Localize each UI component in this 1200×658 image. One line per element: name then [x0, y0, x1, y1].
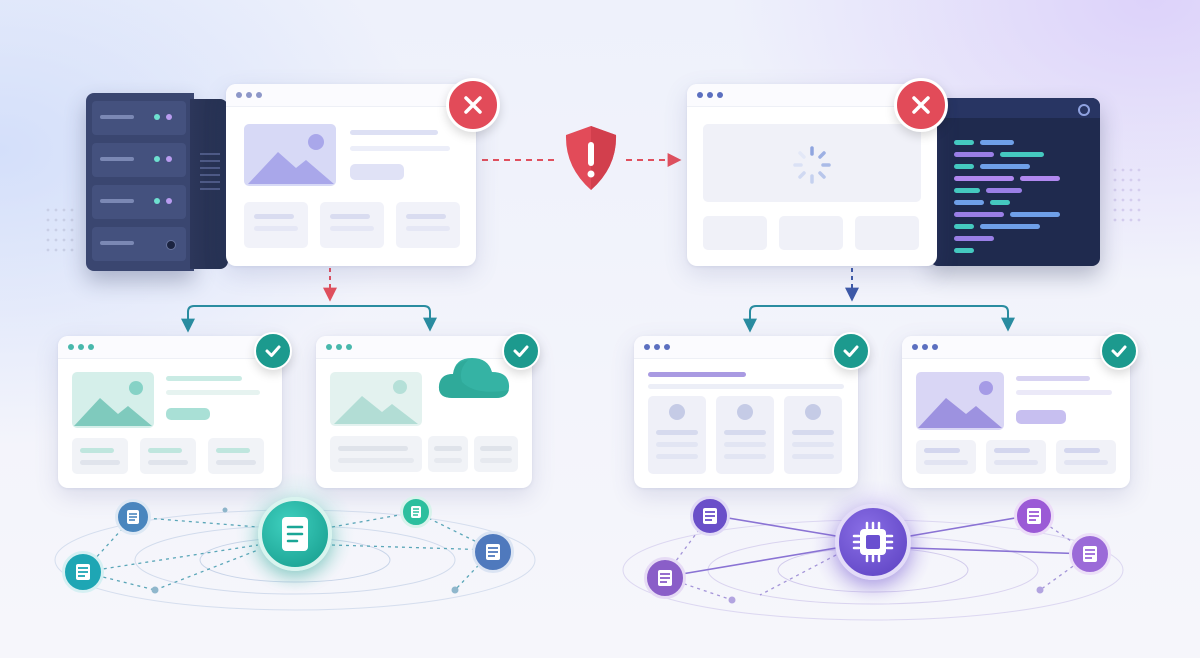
- avatar: [805, 404, 821, 420]
- image-icon: [72, 372, 154, 428]
- close-icon: [894, 78, 948, 132]
- branch-left: [187, 305, 437, 332]
- shield-alert-icon: [560, 122, 622, 194]
- document-icon: [1014, 496, 1054, 536]
- window-failed-left: [226, 84, 476, 266]
- window-success-3: [634, 336, 858, 488]
- image-icon: [916, 372, 1004, 430]
- document-icon: [644, 557, 686, 599]
- network-right-small-dots: [728, 586, 1044, 604]
- server-vents: [200, 153, 220, 190]
- check-icon: [502, 332, 540, 370]
- avatar: [669, 404, 685, 420]
- code-editor-icon: [930, 98, 1100, 266]
- network-left-small-dots: [151, 507, 459, 594]
- dot-grid-left: [46, 208, 74, 252]
- dot-grid-right: [1113, 168, 1141, 222]
- check-icon: [832, 332, 870, 370]
- document-icon: [400, 496, 432, 528]
- avatar: [737, 404, 753, 420]
- document-icon: [115, 499, 151, 535]
- document-icon: [258, 497, 332, 571]
- cpu-chip-icon: [835, 504, 911, 580]
- spinner-icon: [791, 144, 833, 186]
- window-success-4: [902, 336, 1130, 488]
- document-icon: [690, 496, 730, 536]
- window-success-2: [316, 336, 532, 488]
- branch-right: [749, 305, 1015, 332]
- document-icon: [1069, 533, 1111, 575]
- server-rack: [86, 93, 232, 271]
- window-success-1: [58, 336, 282, 488]
- network-right-edges: [663, 514, 1091, 578]
- document-icon: [472, 531, 514, 573]
- close-icon: [446, 78, 500, 132]
- document-icon: [62, 551, 104, 593]
- check-icon: [1100, 332, 1138, 370]
- cloud-icon: [436, 352, 512, 404]
- image-icon: [244, 124, 336, 186]
- image-icon: [330, 372, 422, 426]
- check-icon: [254, 332, 292, 370]
